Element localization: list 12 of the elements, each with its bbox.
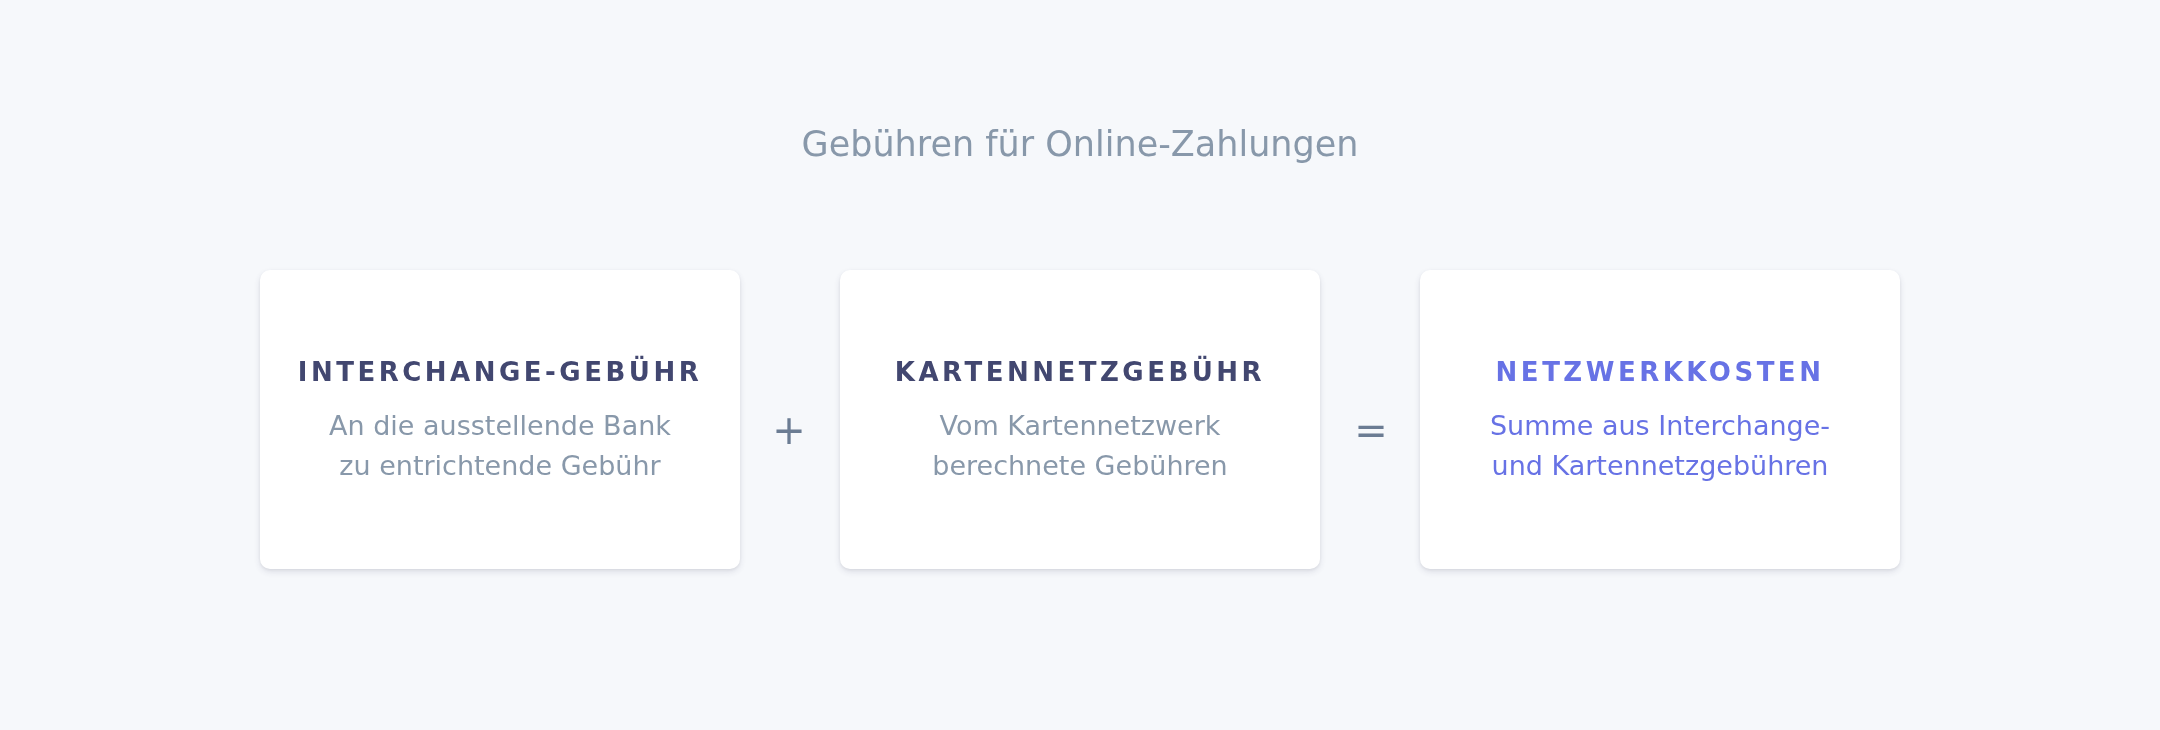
operator-sign: + [771,406,807,454]
card-description: Summe aus Interchange- und Kartennetzgebühren [1488,408,1832,483]
card-heading: NETZWERKKOSTEN [1495,355,1825,389]
diagram-title: Gebühren für Online-Zahlungen [801,123,1359,166]
card-heading: KARTENNETZGEBÜHR [894,354,1266,389]
fee-card [260,270,740,569]
card-description: Vom Kartennetzwerk berechnete Gebühren [931,408,1229,483]
fee-card [840,270,1320,569]
fee-card [1420,270,1900,569]
card-description: An die ausstellende Bank zu entrichtende Gebühr [328,408,672,483]
card-heading: INTERCHANGE-GEBÜHR [297,354,703,389]
operator-sign: = [1353,406,1389,454]
